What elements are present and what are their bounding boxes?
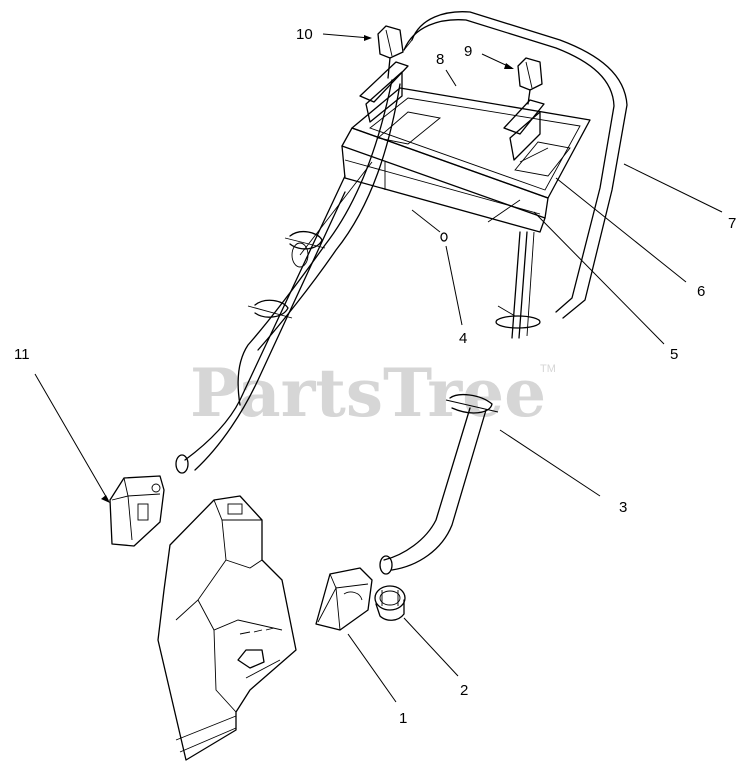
callout-8: 8	[436, 51, 444, 68]
small-clip-4	[411, 209, 448, 242]
callout-11: 11	[14, 346, 30, 363]
callout-10: 10	[296, 26, 313, 43]
control-lever-9	[503, 57, 545, 161]
watermark-text: PartsTree	[190, 354, 546, 432]
right-bracket-1	[315, 567, 373, 631]
callout-2: 2	[460, 682, 468, 699]
upper-handle-loop	[403, 11, 628, 339]
callout-5: 5	[670, 346, 678, 363]
mower-housing	[157, 495, 297, 761]
callout-6: 6	[697, 283, 705, 300]
left-bracket-11	[109, 475, 165, 547]
watermark-trademark: TM	[540, 363, 556, 375]
control-panel	[341, 87, 591, 233]
leader-lines	[34, 33, 723, 703]
lower-right-handle-3	[379, 393, 499, 575]
control-lever-10	[359, 25, 409, 123]
callout-1: 1	[399, 710, 407, 727]
callout-9: 9	[464, 43, 472, 60]
callout-7: 7	[728, 215, 736, 232]
callout-labels: 10 9 8 7 6 5 4 11 3 2 1	[14, 26, 736, 727]
cables-and-left-handle	[175, 79, 401, 474]
callout-4: 4	[459, 330, 467, 347]
callout-3: 3	[619, 499, 627, 516]
knob-2	[374, 585, 406, 621]
